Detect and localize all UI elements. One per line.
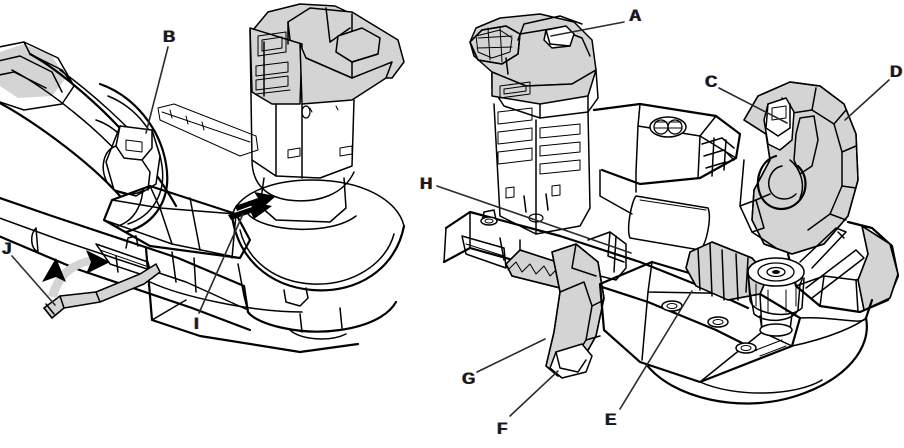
right-view-group — [442, 13, 900, 405]
left-view-group — [0, 3, 406, 354]
leader-line-a — [550, 21, 625, 37]
callout-label-b: B — [163, 27, 176, 46]
right-view-motor-housing — [469, 13, 599, 235]
left-view-motor-housing — [247, 3, 405, 230]
leader-line-b — [145, 46, 169, 134]
callout-label-c: C — [705, 72, 718, 91]
callout-label-a: A — [629, 6, 642, 25]
leader-line-g — [476, 338, 546, 373]
callout-label-e: E — [605, 410, 617, 429]
right-view-d-handle — [739, 81, 900, 314]
leader-line-e — [619, 290, 693, 410]
leader-line-d — [844, 79, 890, 121]
leader-line-f — [509, 370, 559, 417]
leader-line-i — [198, 213, 244, 314]
leader-line-c — [718, 87, 788, 124]
right-view-deck — [592, 102, 742, 251]
callout-label-d: D — [890, 62, 903, 81]
leader-line-h — [436, 185, 632, 254]
callout-label-i: I — [194, 314, 199, 333]
blade-motion-arrows — [228, 192, 276, 220]
callout-label-g: G — [462, 369, 476, 388]
hook-bar — [42, 250, 161, 319]
callout-label-j: J — [2, 239, 12, 258]
callout-label-f: F — [497, 419, 508, 438]
callout-label-h: H — [420, 174, 433, 193]
leader-line-j — [11, 255, 56, 306]
left-view-saw-body — [0, 41, 398, 354]
right-view-base — [442, 209, 874, 405]
leader-lines — [11, 21, 890, 417]
